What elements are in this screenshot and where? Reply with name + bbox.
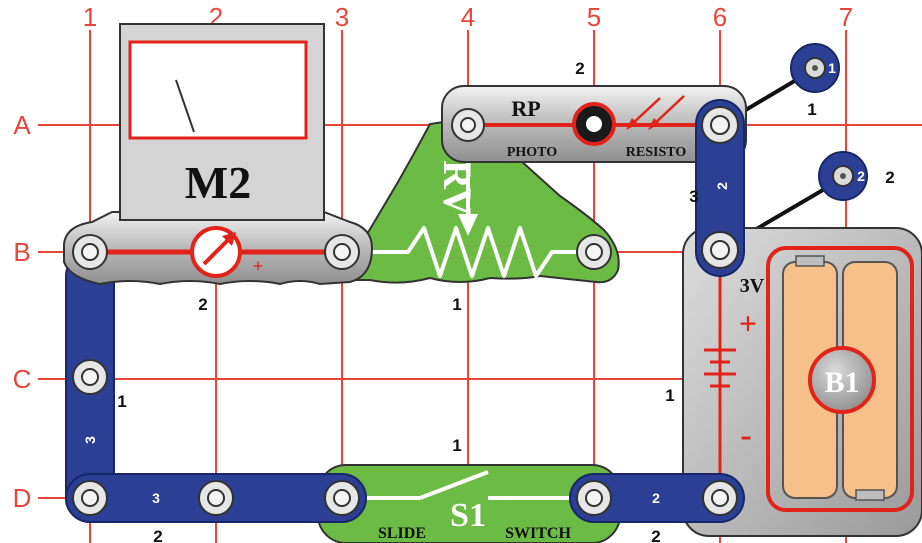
battery-voltage: 3V: [740, 275, 765, 297]
photoresistor[interactable]: RP PHOTO RESISTO: [441, 85, 747, 163]
level-label: 1: [452, 295, 461, 314]
rp-text-left: PHOTO: [507, 145, 557, 160]
row-label: B: [13, 237, 30, 267]
level-label: 2: [651, 527, 660, 543]
level-label: 2: [885, 168, 894, 187]
column-label: 4: [461, 2, 475, 32]
level-label: 1: [117, 392, 126, 411]
snap-wire-left-vertical[interactable]: 3: [65, 251, 115, 523]
level-label: 1: [807, 100, 816, 119]
snap-number: 3: [82, 436, 98, 444]
battery-minus: -: [740, 417, 751, 454]
level-label: 1: [452, 436, 461, 455]
level-label: 2: [198, 295, 207, 314]
snap-wire-bottom-right[interactable]: 2: [569, 473, 745, 523]
slide-switch[interactable]: S1 SLIDE SWITCH: [317, 464, 621, 543]
meter[interactable]: M2 +: [63, 23, 374, 286]
rp-label: RP: [511, 96, 540, 121]
level-label: 1: [665, 386, 674, 405]
level-label: 3: [689, 187, 698, 206]
snap-wire-bottom-left[interactable]: 3: [65, 473, 367, 523]
meter-polarity: +: [253, 256, 263, 276]
battery-holder[interactable]: B1 3V + -: [682, 227, 922, 537]
snap-number: 2: [714, 182, 730, 190]
column-label: 5: [587, 2, 601, 32]
battery-label: B1: [824, 366, 859, 399]
column-label: 1: [83, 2, 97, 32]
snap-number: 3: [152, 490, 160, 506]
snap-wire-right-vertical[interactable]: 2: [695, 99, 745, 277]
snap-number: 2: [652, 490, 660, 506]
level-label: 2: [153, 527, 162, 543]
row-label: D: [13, 483, 32, 513]
column-label: 3: [335, 2, 349, 32]
row-label: A: [13, 110, 31, 140]
level-label: 2: [575, 59, 584, 78]
row-label: C: [13, 364, 32, 394]
switch-text-left: SLIDE: [378, 525, 426, 542]
switch-text-right: SWITCH: [505, 525, 571, 542]
wire-number: 1: [828, 60, 836, 76]
battery-plus: +: [739, 305, 757, 341]
wire-number: 2: [857, 168, 865, 184]
variable-resistor[interactable]: RV: [334, 116, 620, 284]
rv-label: RV: [435, 160, 480, 216]
rp-text-right: RESISTO: [626, 145, 687, 160]
switch-label: S1: [450, 497, 486, 534]
column-label: 7: [839, 2, 853, 32]
wire-single-2[interactable]: 2: [722, 151, 868, 250]
meter-label: M2: [185, 157, 251, 208]
column-label: 6: [713, 2, 727, 32]
